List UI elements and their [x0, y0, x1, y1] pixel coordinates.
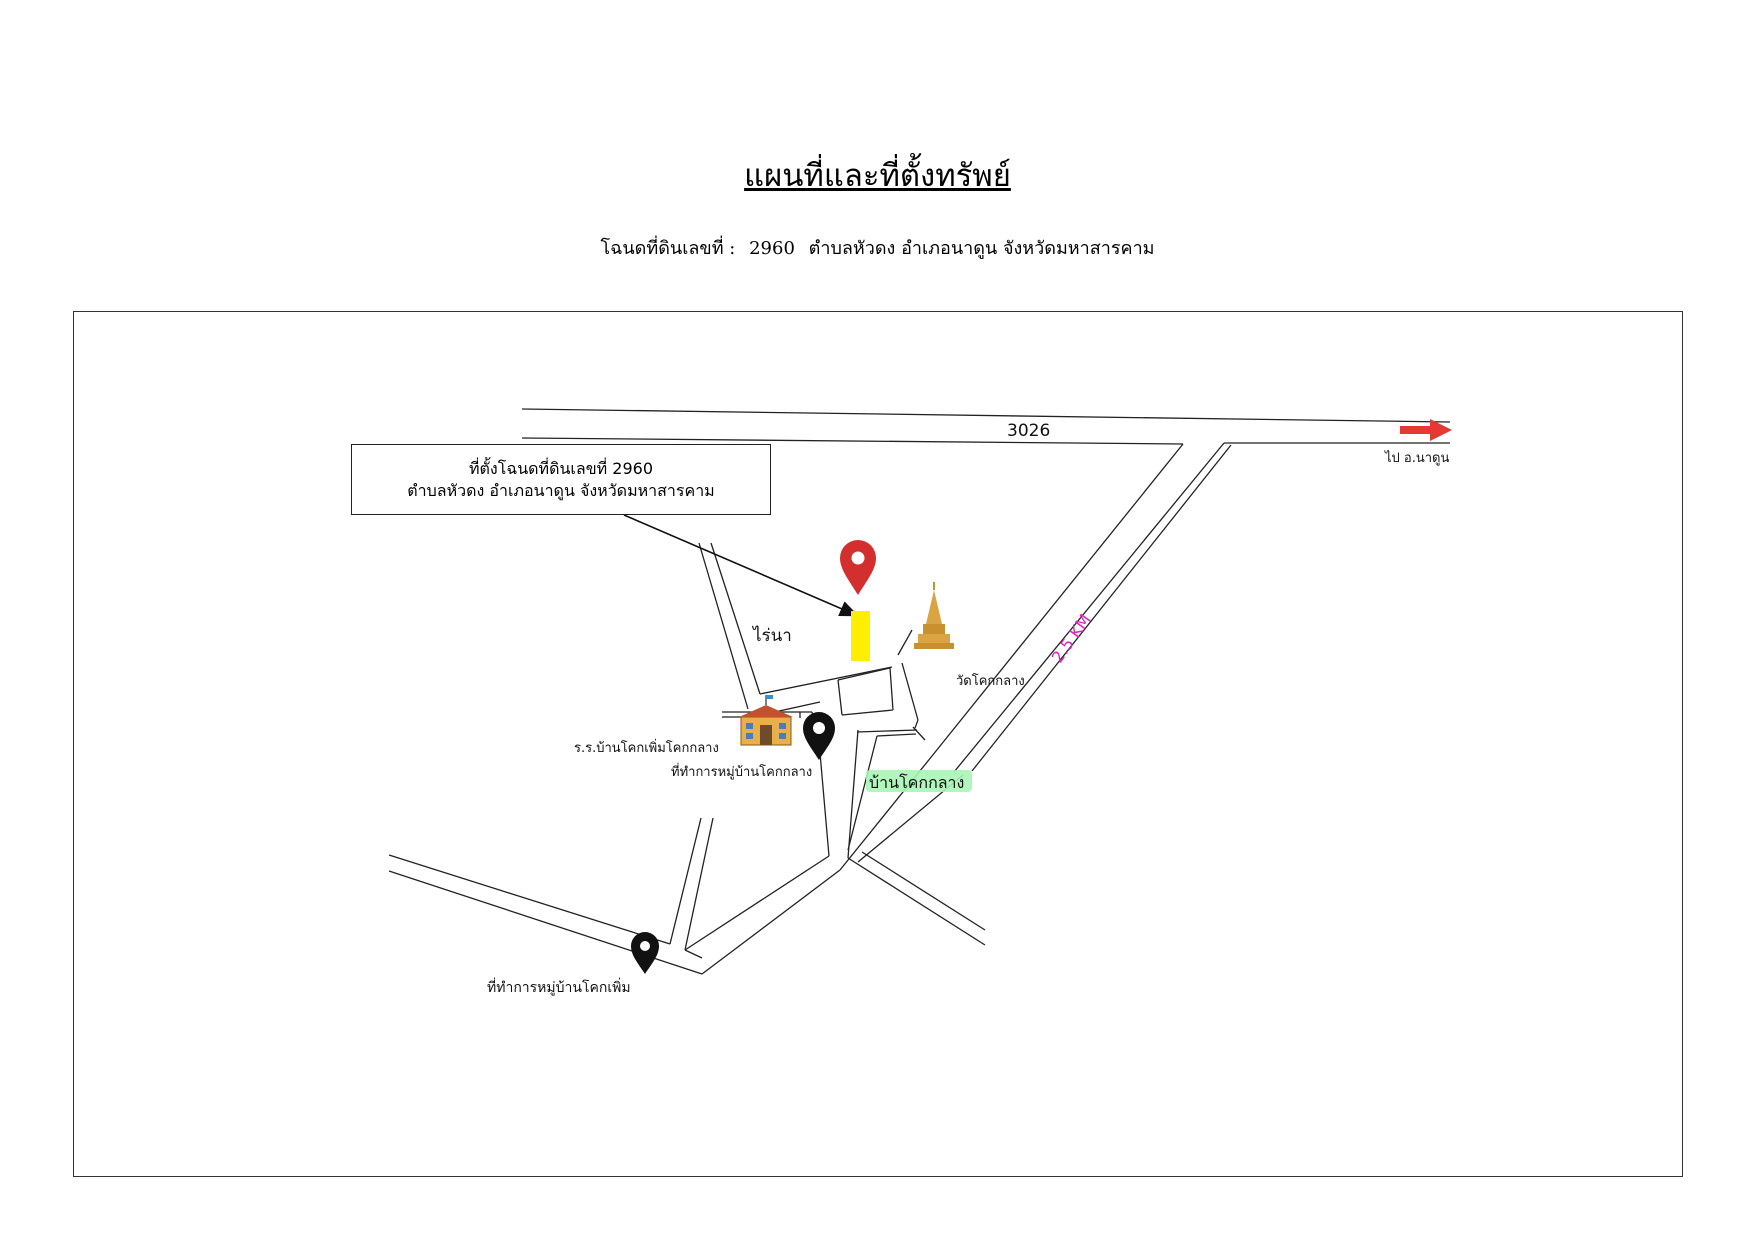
- page-title: แผนที่และที่ตั้งทรัพย์: [744, 158, 1011, 194]
- office2-label: ที่ทำการหมู่บ้านโคกเพิ่ม: [487, 978, 631, 996]
- deed-location: ตำบลหัวดง อำเภอนาดูน จังหวัดมหาสารคาม: [808, 238, 1155, 259]
- village-label: บ้านโคกกลาง: [869, 773, 964, 792]
- callout-line-1: ที่ตั้งโฉนดที่ดินเลขที่ 2960: [468, 459, 653, 478]
- map-marker-icon: [803, 712, 835, 760]
- road-number-label: 3026: [1007, 421, 1050, 441]
- direction-label: ไป อ.นาดูน: [1384, 450, 1449, 466]
- distance-label: 2.5 KM: [1048, 610, 1095, 666]
- map-frame: [73, 311, 1683, 1177]
- property-plot: [851, 611, 870, 661]
- callout-pointer-arrow: [623, 514, 859, 617]
- deed-subtitle: โฉนดที่ดินเลขที่ : 2960 ตำบลหัวดง อำเภอน…: [0, 233, 1755, 262]
- location-pin-icon: [840, 540, 876, 595]
- temple-label: วัดโคกกลาง: [956, 673, 1025, 689]
- callout-line-2: ตำบลหัวดง อำเภอนาดูน จังหวัดมหาสารคาม: [407, 481, 715, 500]
- school-icon: [739, 695, 793, 746]
- school-label: ร.ร.บ้านโคกเพิ่มโคกกลาง: [574, 739, 719, 756]
- temple-icon: [914, 582, 954, 649]
- map-marker-icon: [631, 932, 659, 974]
- deed-callout: ที่ตั้งโฉนดที่ดินเลขที่ 2960 ตำบลหัวดง อ…: [351, 444, 771, 515]
- arrow-right-icon: [1400, 419, 1452, 441]
- field-label: ไร่นา: [751, 625, 792, 646]
- deed-label: โฉนดที่ดินเลขที่ :: [600, 238, 736, 259]
- village-highlight: [866, 770, 972, 792]
- office1-label: ที่ทำการหมู่บ้านโคกกลาง: [671, 763, 812, 780]
- deed-number: 2960: [749, 238, 795, 259]
